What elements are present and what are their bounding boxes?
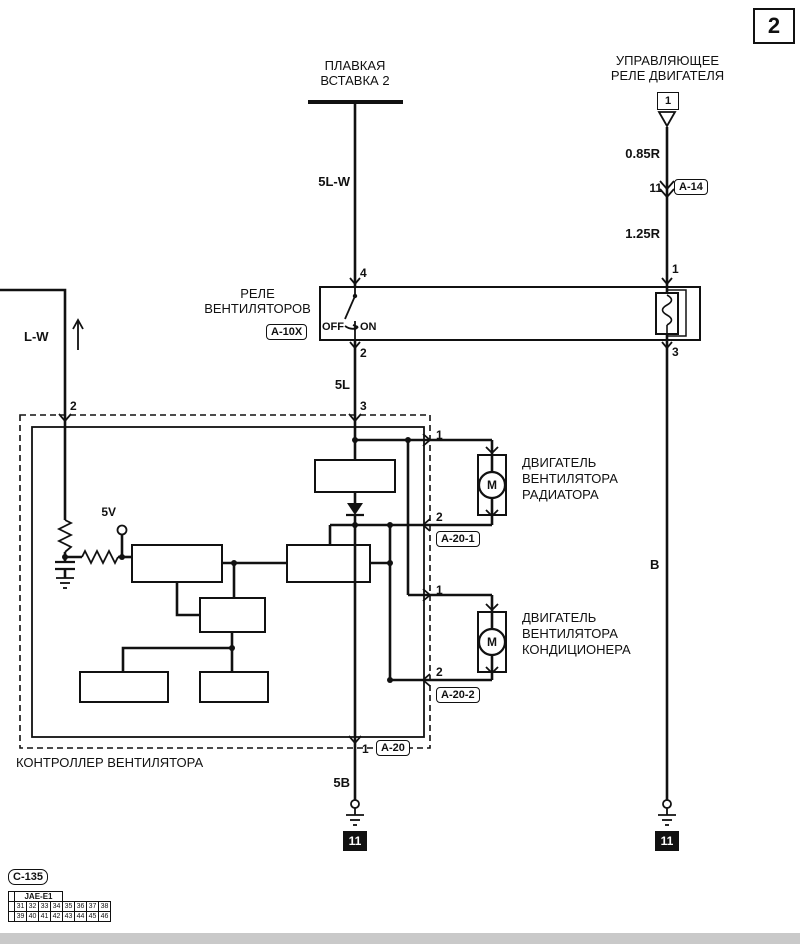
pin-cell: 46 [98,911,111,922]
controller-title: КОНТРОЛЛЕР ВЕНТИЛЯТОРА [16,755,204,770]
relay-off-label: OFF [322,321,344,333]
pin-cell: 44 [74,911,87,922]
wire-label-5l: 5L [334,377,350,392]
pin-table-header: JAE-E1 [14,891,63,902]
ground-id-left: 11 [343,831,367,851]
ground-id-right: 11 [655,831,679,851]
capacitor-icon [55,560,75,571]
radiator-fan-motor-label: ДВИГАТЕЛЬ ВЕНТИЛЯТОРА РАДИАТОРА [522,455,618,502]
controller-ic-blocks [79,459,396,703]
connector-a20-tag: A-20 [376,740,410,756]
pin-cell: 39 [14,911,27,922]
pin-cell: 35 [62,901,75,912]
pin-cell: 42 [50,911,63,922]
wire-label-l-w: L-W [24,329,49,344]
pin-cell: 41 [38,911,51,922]
internal-ground-icon [56,577,74,589]
ac-fan-motor-label: ДВИГАТЕЛЬ ВЕНТИЛЯТОРА КОНДИЦИОНЕРА [522,610,631,657]
radiator-fan-motor-symbol [477,454,507,516]
controller-inner-box [31,426,425,738]
wire-label-5b: 5B [333,775,350,790]
engine-relay-pin-box: 1 [657,92,679,110]
page-number-badge: 2 [753,8,795,44]
fan-relay-switch-icon [344,287,359,340]
relay-on-label: ON [360,321,377,333]
pin-cell: 34 [50,901,63,912]
fan-relay-box [319,286,701,341]
controller-out-pin: 1 [362,742,369,756]
connector-a10x-tag: A-10X [266,324,308,340]
engine-control-relay-label: УПРАВЛЯЮЩЕЕ РЕЛЕ ДВИГАТЕЛЯ [610,53,725,83]
ground-symbol-left-icon [346,799,364,826]
resistor-vertical-icon [56,519,74,553]
pin-cell: 36 [74,901,87,912]
pin-cell: 37 [86,901,99,912]
connector-a14-tag: A-14 [674,179,708,195]
resistor-horizontal-icon [81,548,119,566]
fan-relay-label: РЕЛЕ ВЕНТИЛЯТОРОВ [204,286,311,316]
connector-c135-tag: C-135 [8,869,48,885]
motor1-m-letter: M [487,478,497,492]
pin-table-header-spacer [63,892,111,902]
wire-label-5l-w: 5L-W [318,174,350,189]
motor1-pin-1: 1 [436,428,443,442]
connector-a14-pin: 11 [649,181,662,195]
relay-pin-3: 3 [672,345,679,359]
connector-a20-2-tag: A-20-2 [436,687,480,703]
controller-pin-3: 3 [360,399,367,413]
pin-cell: 45 [86,911,99,922]
relay-pin-4: 4 [360,266,367,280]
pin-table-row1: 31 32 33 34 35 36 37 38 [8,901,111,912]
relay-pin-1: 1 [672,262,679,276]
pin-table-row2: 39 40 41 42 43 44 45 46 [8,911,111,922]
motor1-pin-2: 2 [436,510,443,524]
wire-label-0-85r: 0.85R [625,146,660,161]
wires [0,102,669,800]
motor2-pin-1: 1 [436,583,443,597]
engine-relay-connector-triangle-icon [657,111,677,128]
motor2-pin-2: 2 [436,665,443,679]
ground-symbol-right-icon [658,799,676,826]
pin-cell: 33 [38,901,51,912]
fan-relay-coil-icon [655,289,687,337]
motor2-m-letter: M [487,635,497,649]
power-source-5v-icon [116,524,128,536]
controller-pin-2: 2 [70,399,77,413]
connector-a20-1-tag: A-20-1 [436,531,480,547]
relay-pin-2: 2 [360,346,367,360]
scan-edge-artifact [0,933,800,944]
supply-5v-label: 5V [101,505,116,519]
junction-dots [62,437,411,683]
controller-dashed-box [19,414,431,749]
wire-label-1-25r: 1.25R [625,226,660,241]
wire-direction-arrow-icon [72,318,84,350]
connector-pin-table: JAE-E1 31 32 33 34 35 36 37 38 39 40 41 … [8,891,111,922]
diode-icon [346,503,364,517]
pin-cell: 31 [14,901,27,912]
pin-cell: 38 [98,901,111,912]
pin-cell: 32 [26,901,39,912]
pin-cell: 43 [62,911,75,922]
fusible-link-label: ПЛАВКАЯ ВСТАВКА 2 [320,58,390,88]
wire-label-b: B [650,557,660,572]
pin-cell: 40 [26,911,39,922]
ac-fan-motor-symbol [477,611,507,673]
